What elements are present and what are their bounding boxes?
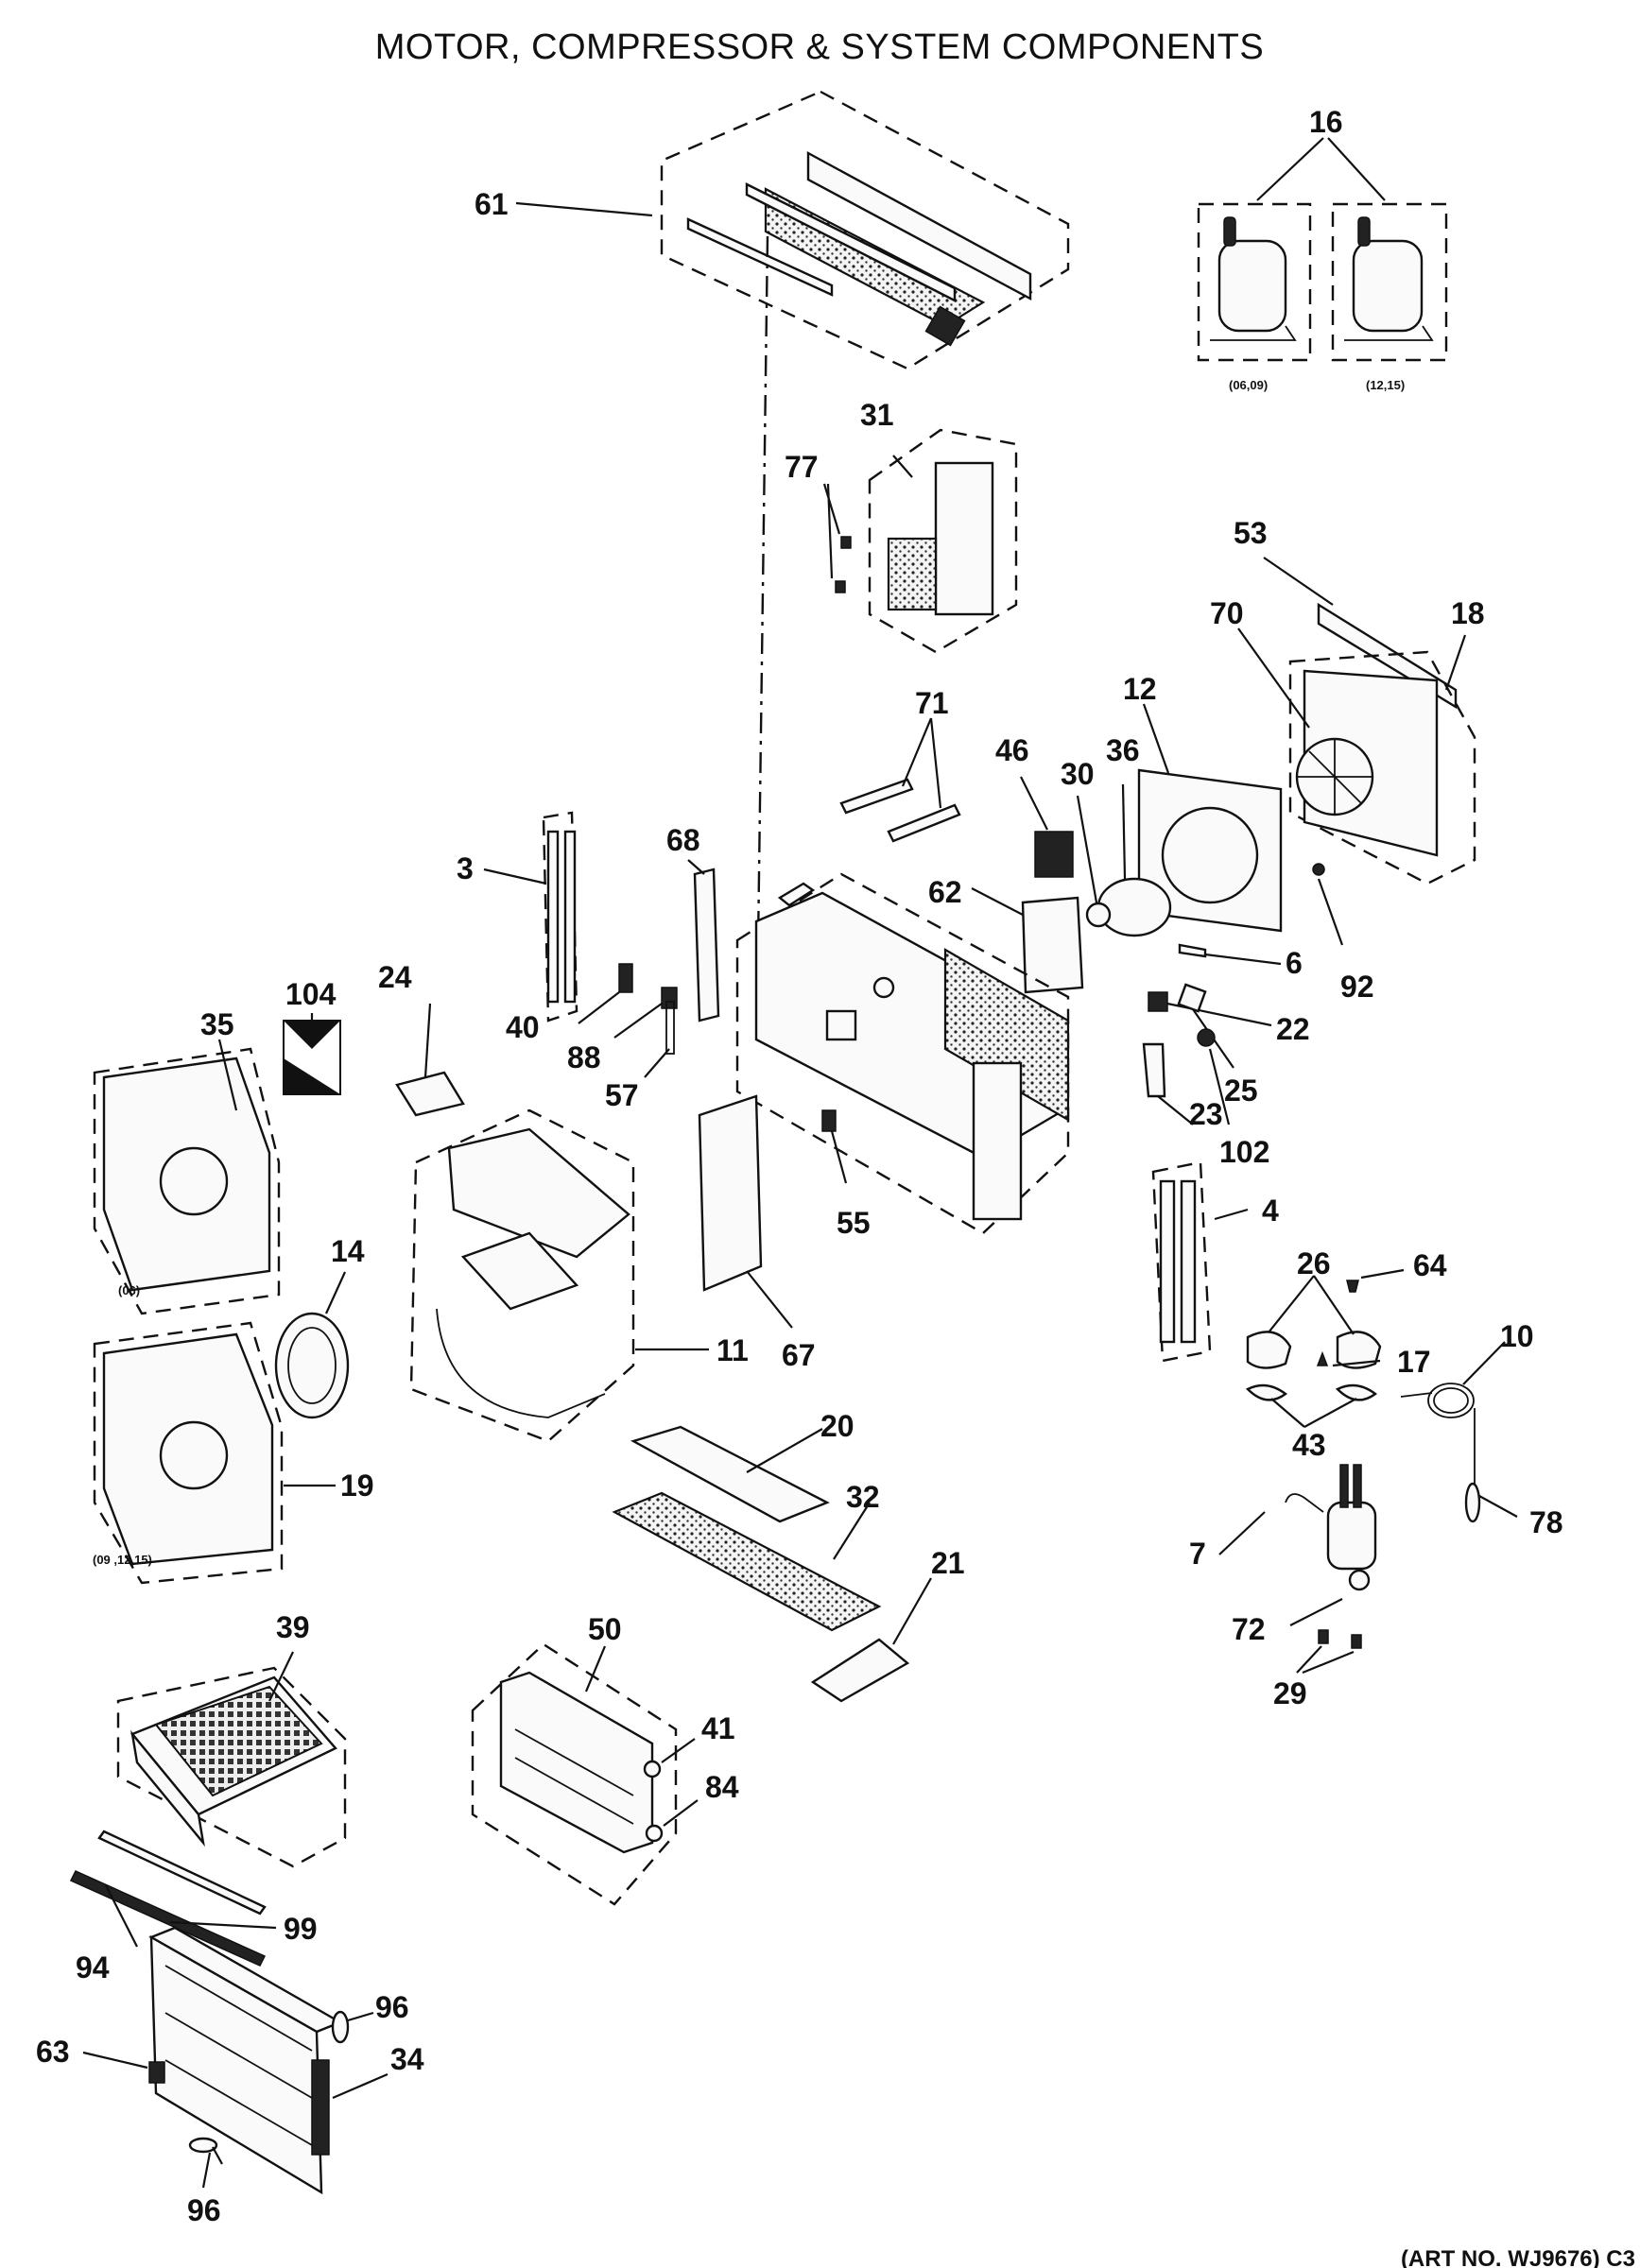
label-16: 16 <box>1309 105 1343 139</box>
label-88: 88 <box>567 1040 601 1074</box>
label-64: 64 <box>1413 1248 1447 1282</box>
label-41: 41 <box>701 1711 735 1745</box>
part-chassis <box>735 872 1070 1235</box>
label-23: 23 <box>1189 1097 1223 1131</box>
part-61-top-cover <box>515 90 1070 370</box>
label-92: 92 <box>1340 970 1374 1004</box>
label-30: 30 <box>1061 757 1095 791</box>
label-77: 77 <box>785 450 819 484</box>
label-96-lower: 96 <box>187 2193 221 2227</box>
label-72: 72 <box>1232 1612 1266 1646</box>
label-21: 21 <box>931 1546 965 1580</box>
label-43: 43 <box>1292 1428 1326 1462</box>
part-shrouds-left <box>93 1003 465 1585</box>
alignment-line <box>756 235 769 946</box>
part-12-fan-motor <box>971 703 1283 994</box>
label-3: 3 <box>457 851 474 885</box>
part-18-condenser <box>1237 557 1476 946</box>
part-compressor-parts <box>1151 1160 1518 1675</box>
label-32: 32 <box>846 1480 880 1514</box>
note-compressor-left: (06,09) <box>1229 378 1268 392</box>
note-shroud-19: (09 ,12,15) <box>93 1553 152 1567</box>
label-34: 34 <box>390 2042 424 2076</box>
part-68-bracket <box>483 811 720 1078</box>
part-31-panel <box>822 428 1018 654</box>
part-16-compressors <box>1197 137 1448 362</box>
label-25: 25 <box>1224 1074 1258 1108</box>
label-6: 6 <box>1286 946 1303 980</box>
label-96-upper: 96 <box>375 1990 409 2024</box>
part-34-evaporator <box>82 1926 388 2195</box>
label-10: 10 <box>1500 1319 1534 1353</box>
label-17: 17 <box>1397 1345 1431 1379</box>
label-39: 39 <box>276 1610 310 1644</box>
label-7: 7 <box>1189 1537 1206 1571</box>
label-22: 22 <box>1276 1012 1310 1046</box>
part-base-pan <box>612 1425 932 1703</box>
note-shroud-35: (06) <box>118 1283 140 1297</box>
label-63: 63 <box>36 2035 70 2069</box>
label-55: 55 <box>837 1206 871 1240</box>
label-50: 50 <box>588 1612 622 1646</box>
label-94: 94 <box>76 1950 110 1984</box>
label-29: 29 <box>1273 1676 1307 1710</box>
label-20: 20 <box>820 1409 855 1443</box>
label-78: 78 <box>1529 1505 1563 1539</box>
label-31: 31 <box>860 398 894 432</box>
label-4: 4 <box>1262 1194 1279 1228</box>
label-70: 70 <box>1210 596 1244 630</box>
label-99: 99 <box>284 1912 318 1946</box>
label-14: 14 <box>331 1234 365 1268</box>
label-53: 53 <box>1234 516 1268 550</box>
label-40: 40 <box>506 1010 540 1044</box>
label-18: 18 <box>1451 596 1485 630</box>
part-71-brackets <box>839 717 961 843</box>
label-35: 35 <box>200 1007 234 1041</box>
label-19: 19 <box>340 1469 374 1503</box>
label-11: 11 <box>716 1333 749 1367</box>
part-50-bracket <box>471 1642 699 1906</box>
label-26: 26 <box>1297 1246 1331 1280</box>
label-67: 67 <box>782 1338 816 1372</box>
label-102: 102 <box>1219 1135 1269 1169</box>
diagram-title: MOTOR, COMPRESSOR & SYSTEM COMPONENTS <box>375 27 1264 67</box>
label-24: 24 <box>378 960 412 994</box>
part-number-labels: 61 16 31 77 53 70 18 71 12 46 30 36 3 68… <box>36 105 1563 2227</box>
label-71: 71 <box>915 686 949 720</box>
part-11-housing <box>409 1108 709 1443</box>
label-12: 12 <box>1123 672 1157 706</box>
label-57: 57 <box>605 1078 639 1112</box>
part-67-panel <box>698 1094 793 1329</box>
label-46: 46 <box>995 733 1029 767</box>
label-62: 62 <box>928 875 962 909</box>
note-compressor-right: (12,15) <box>1366 378 1405 392</box>
art-number: (ART NO. WJ9676) C3 <box>1401 2246 1635 2268</box>
part-39-grille <box>69 1651 347 1967</box>
label-36: 36 <box>1106 733 1140 767</box>
label-61: 61 <box>475 187 509 221</box>
label-104: 104 <box>285 977 337 1011</box>
part-small-right <box>1142 943 1282 1125</box>
label-84: 84 <box>705 1770 739 1804</box>
label-68: 68 <box>666 823 700 857</box>
